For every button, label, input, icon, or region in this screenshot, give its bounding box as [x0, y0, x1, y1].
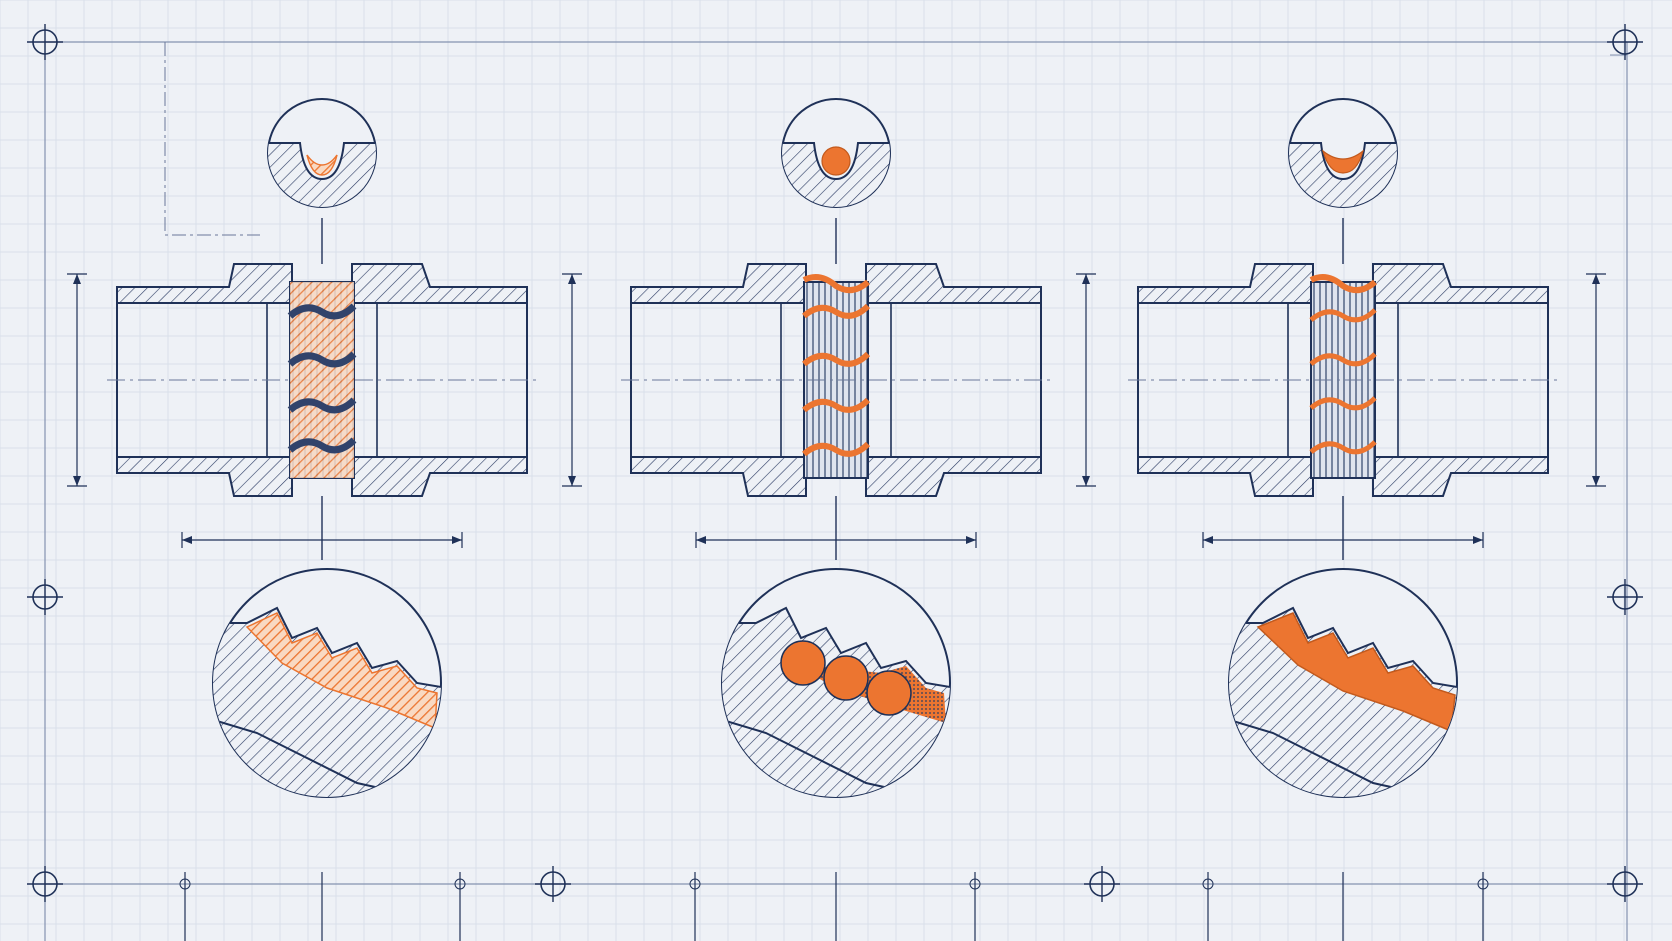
registration-mark — [1606, 865, 1644, 903]
fitting-section — [620, 217, 1052, 561]
ruler-node — [969, 878, 981, 890]
detail-top-groove — [781, 98, 891, 208]
sealant-windings — [287, 282, 357, 478]
detail-bottom-threads — [1228, 568, 1458, 798]
ruler-node — [1202, 878, 1214, 890]
dimension-height-left — [1075, 273, 1097, 487]
sealant-windings — [802, 274, 871, 457]
ruler-node — [689, 878, 701, 890]
registration-mark — [1606, 578, 1644, 616]
detail-bottom-threads — [212, 568, 442, 798]
panel-cord — [620, 98, 1052, 798]
bottom-ruler — [179, 872, 1489, 941]
detail-top-groove — [1288, 98, 1398, 208]
detail-bottom-threads — [721, 568, 951, 798]
fitting-section — [1127, 217, 1559, 561]
cord-section — [866, 670, 912, 716]
cord-section — [823, 655, 869, 701]
registration-mark — [26, 23, 64, 61]
detail-top-groove — [267, 98, 377, 208]
dimension-height-right — [1585, 273, 1607, 487]
registration-mark — [534, 865, 572, 903]
panel-paste — [1075, 98, 1607, 798]
ruler-node — [179, 878, 191, 890]
ruler-node — [1477, 878, 1489, 890]
registration-mark — [26, 578, 64, 616]
registration-mark — [26, 865, 64, 903]
sealant-windings — [1309, 274, 1377, 455]
panel-tape — [66, 98, 583, 798]
cord-section — [780, 640, 826, 686]
ruler-node — [454, 878, 466, 890]
dimension-height-right — [561, 273, 583, 487]
registration-mark — [1083, 865, 1121, 903]
